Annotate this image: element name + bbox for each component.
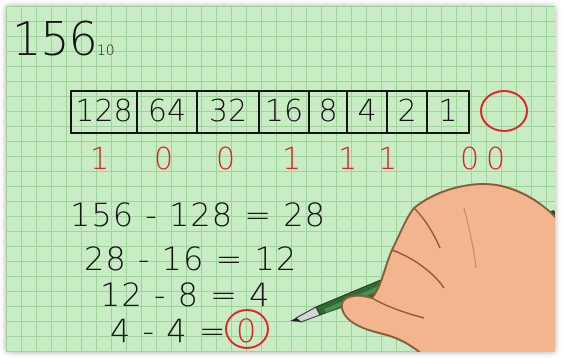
binary-digit: 0 (154, 142, 173, 177)
place-value-cell: 16 (260, 92, 310, 132)
result-circle (225, 309, 269, 349)
place-value-cell: 32 (198, 92, 260, 132)
place-value-cell: 1 (428, 92, 468, 132)
place-value-cell: 128 (72, 92, 138, 132)
place-value-table: 128 64 32 16 8 4 2 1 (70, 90, 470, 134)
highlight-circle-one (480, 90, 528, 132)
decimal-number-title: 15610 (12, 12, 115, 66)
place-value-cell: 64 (138, 92, 198, 132)
hand-shape (342, 184, 555, 352)
binary-digit: 0 (216, 142, 235, 177)
hand-with-pen-icon (264, 168, 555, 352)
place-value-cell: 8 (310, 92, 348, 132)
equation-line: 4 - 4 = (110, 312, 227, 350)
binary-digit: 1 (90, 142, 109, 177)
title-number: 156 (12, 12, 97, 66)
title-base-subscript: 10 (97, 43, 115, 59)
graph-paper: 15610 128 64 32 16 8 4 2 1 1 0 0 1 1 1 0… (6, 6, 555, 352)
place-value-cell: 4 (348, 92, 388, 132)
place-value-cell: 2 (388, 92, 428, 132)
